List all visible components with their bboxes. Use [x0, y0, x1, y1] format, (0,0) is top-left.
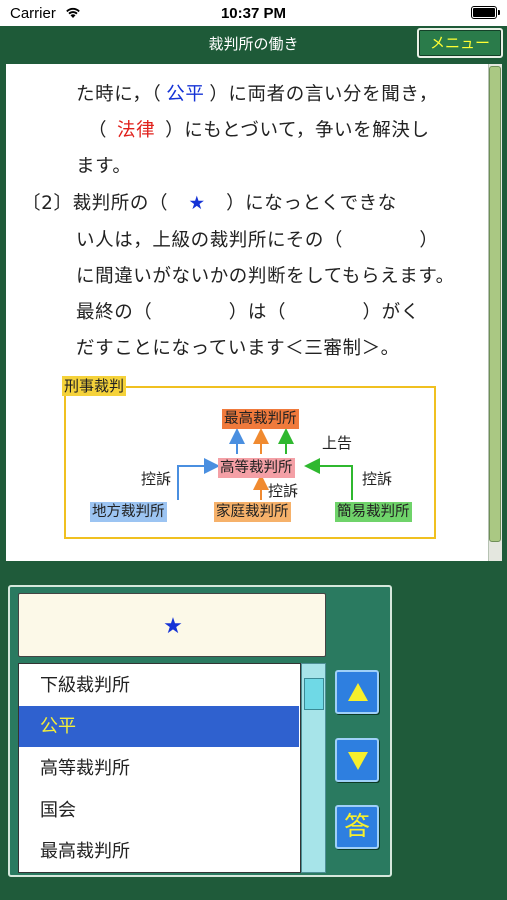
passage-line: だすことになっています＜三審制＞。	[76, 338, 400, 359]
diagram-arrows	[177, 428, 353, 500]
menu-button[interactable]: メニュー	[417, 28, 503, 58]
up-arrow-icon	[348, 683, 368, 701]
arrow-summary-high	[304, 458, 353, 500]
scroll-down-button[interactable]	[335, 738, 379, 782]
court-high: 高等裁判所	[218, 458, 295, 478]
passage-line: （法律）にもとづいて，争いを解決し	[88, 116, 507, 150]
page-title: 裁判所の働き	[208, 35, 299, 53]
arrow-district-high	[177, 458, 220, 500]
clock: 10:37 PM	[220, 5, 287, 22]
explanation-panel: た時に，（公平）に両者の言い分を聞き， （法律）にもとづいて，争いを解決し ます…	[6, 64, 502, 561]
battery-icon	[471, 6, 500, 19]
court-diagram	[64, 386, 436, 539]
label-koso-right: 控訴	[362, 470, 393, 488]
options-scrollbar[interactable]	[301, 663, 326, 873]
label-koso-left: 控訴	[141, 470, 172, 488]
list-item[interactable]: 国会	[40, 800, 76, 821]
list-item[interactable]: 高等裁判所	[40, 758, 130, 779]
label-koso-mid: 控訴	[268, 482, 299, 500]
answer-blank: 法律	[117, 120, 156, 141]
answer-button[interactable]: 答	[335, 805, 379, 849]
content-scrollbar[interactable]	[488, 64, 502, 561]
content-scroll-thumb[interactable]	[489, 66, 501, 542]
scroll-up-button[interactable]	[335, 670, 379, 714]
diagram-title: 刑事裁判	[62, 376, 127, 396]
answer-blank: ★	[188, 193, 206, 214]
status-bar: Carrier 10:37 PM	[0, 0, 507, 26]
passage-line: 最終の（ ）は（ ）がく	[76, 302, 420, 323]
down-arrow-icon	[348, 752, 368, 770]
passage-line: い人は，上級の裁判所にその（ ）	[76, 230, 439, 251]
options-scroll-thumb[interactable]	[304, 678, 324, 710]
court-supreme: 最高裁判所	[222, 409, 299, 429]
selected-answer-box: ★	[18, 593, 326, 657]
carrier-label: Carrier	[10, 5, 56, 22]
list-item[interactable]: 下級裁判所	[40, 675, 130, 696]
title-bar: 裁判所の働き メニュー	[0, 26, 507, 60]
answer-blank: 公平	[166, 84, 205, 105]
label-jokoku: 上告	[322, 434, 353, 452]
court-family: 家庭裁判所	[214, 502, 291, 522]
answer-options-list[interactable]: 下級裁判所 公平 高等裁判所 国会 最高裁判所	[18, 663, 301, 873]
answer-panel: ★ 下級裁判所 公平 高等裁判所 国会 最高裁判所	[8, 585, 392, 877]
court-summary: 簡易裁判所	[335, 502, 412, 522]
passage-line: た時に，（公平）に両者の言い分を聞き，	[76, 80, 507, 114]
passage-line: に間違いがないかの判断をしてもらえます。	[76, 266, 455, 287]
court-district: 地方裁判所	[90, 502, 167, 522]
wifi-icon	[64, 5, 82, 22]
list-item[interactable]: 公平	[19, 706, 299, 747]
list-item[interactable]: 最高裁判所	[40, 841, 130, 862]
passage-line: 〔2〕裁判所の（★）になっとくできな	[22, 193, 397, 214]
passage-line: ます。	[76, 156, 132, 177]
selected-answer: ★	[163, 614, 183, 639]
